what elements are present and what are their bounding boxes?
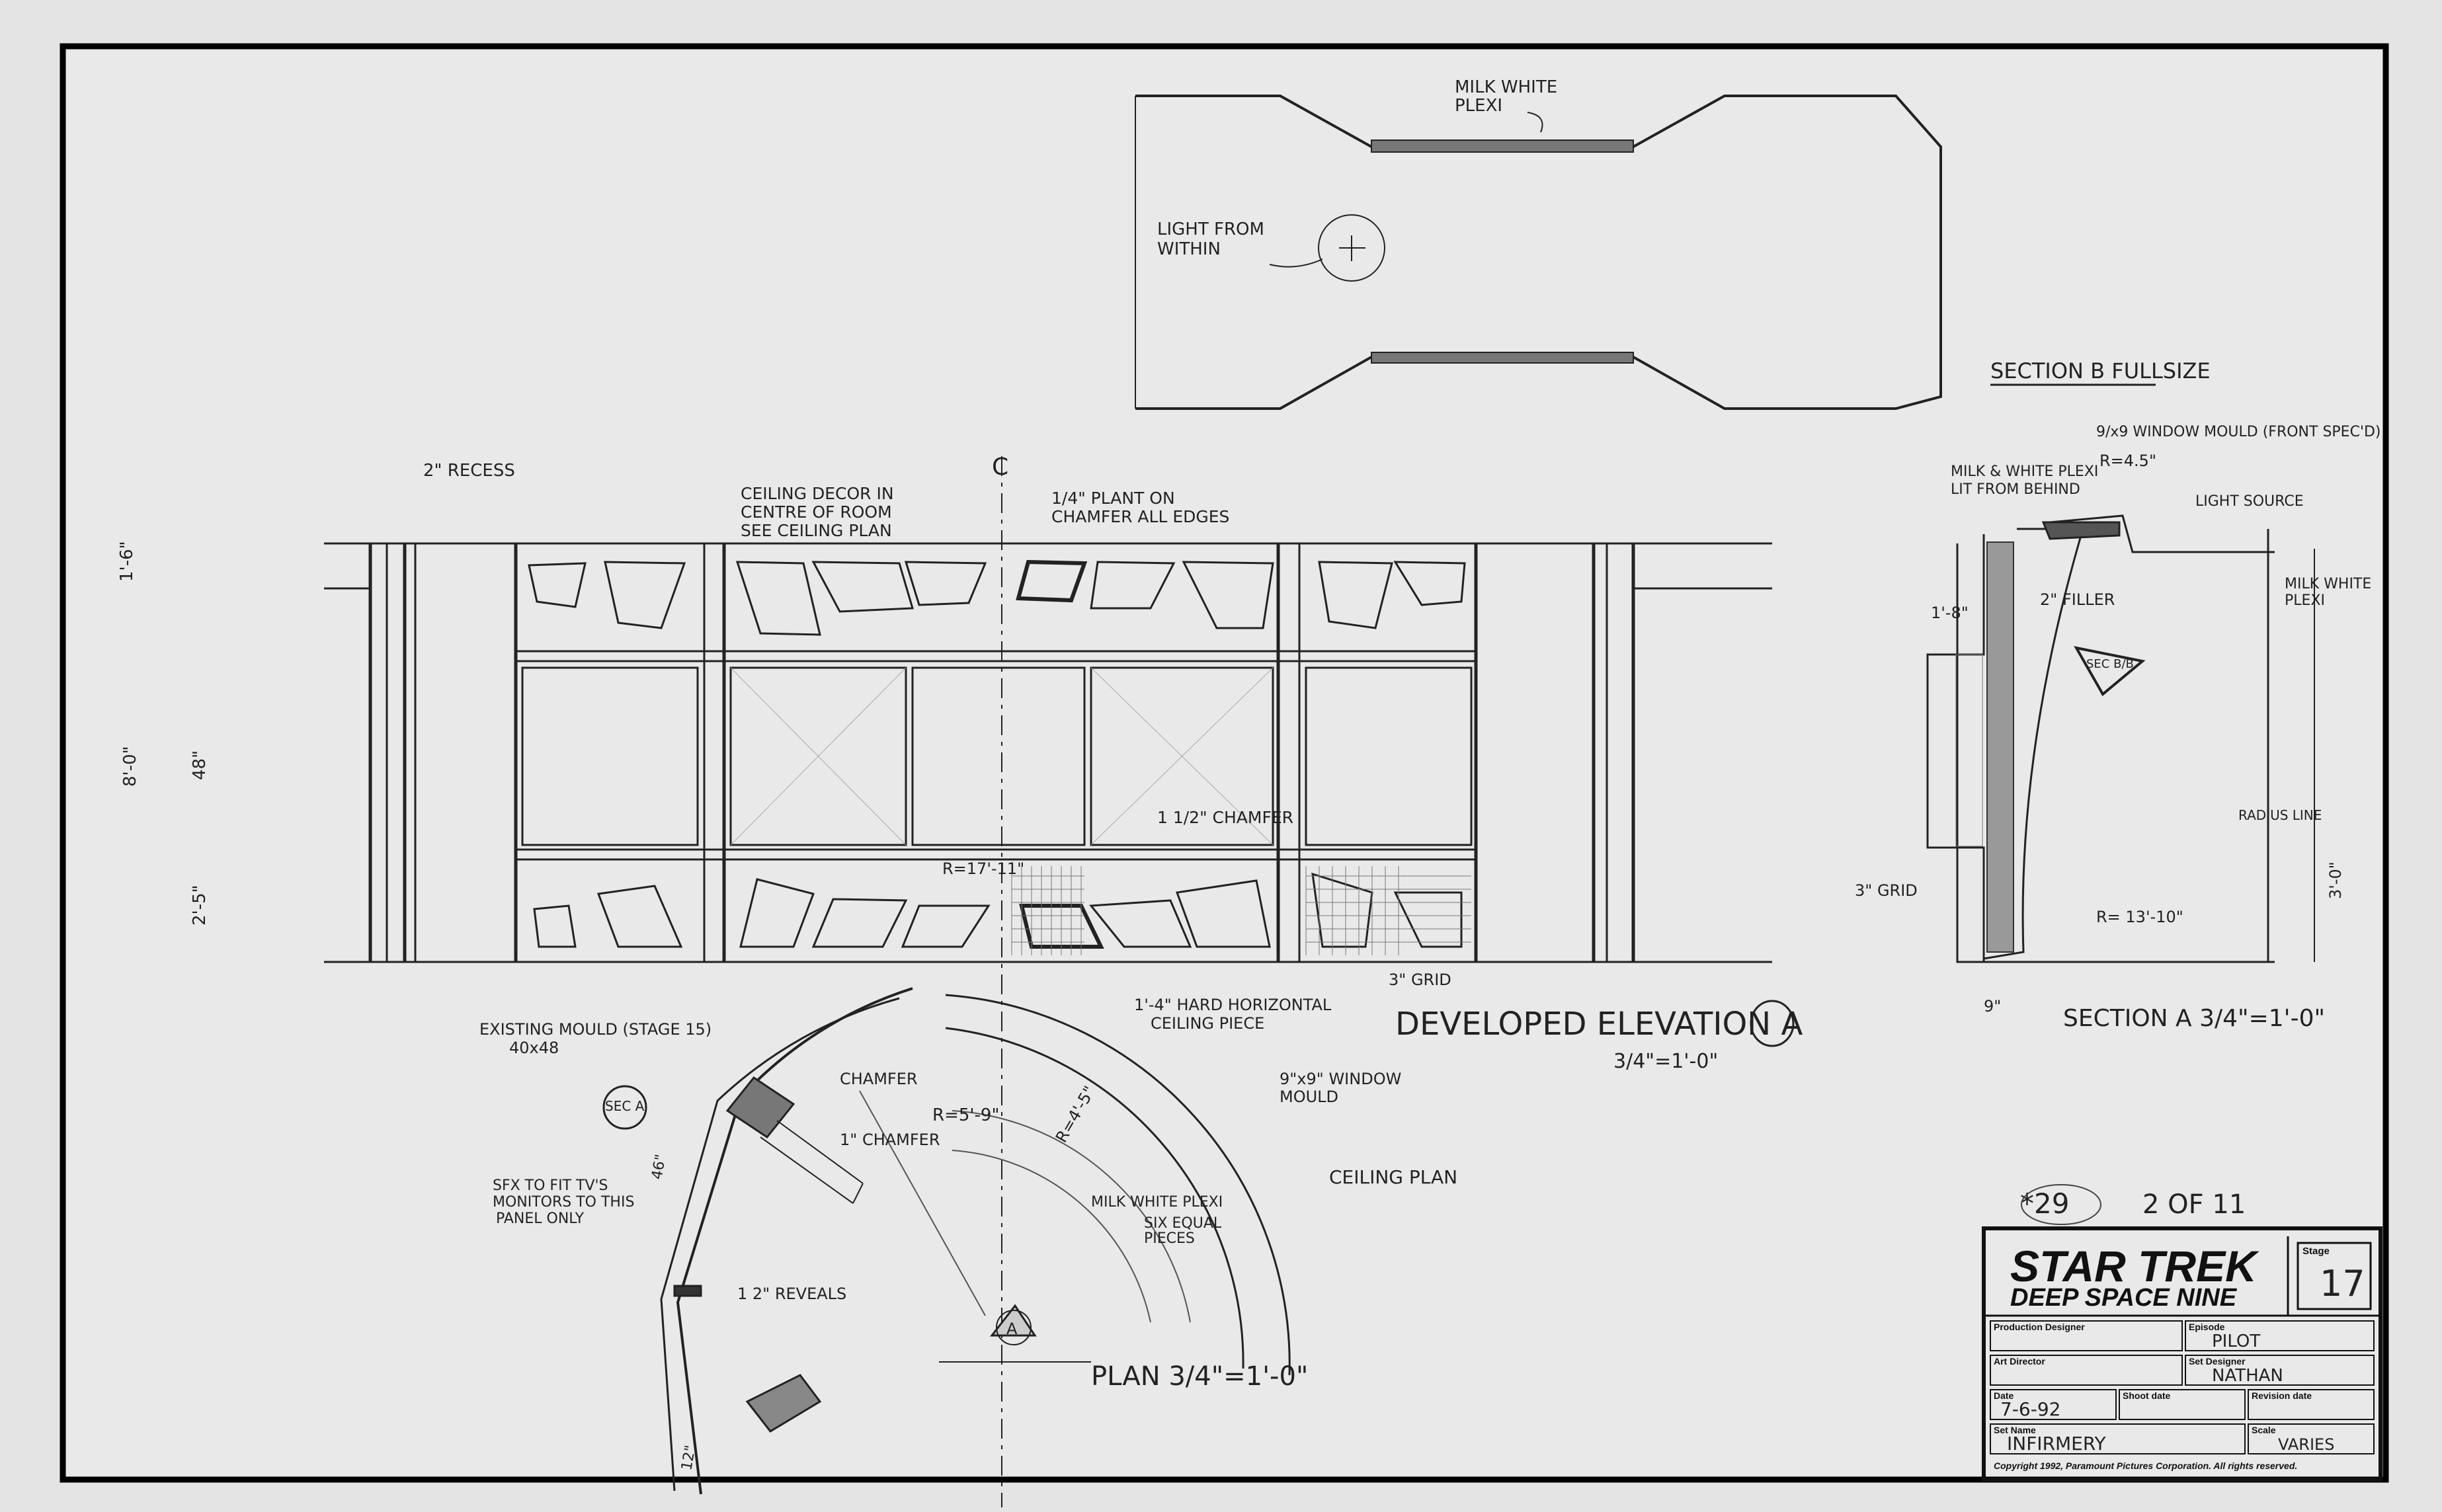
- elevation-grid-hatch: [1011, 866, 1471, 955]
- section-a-dim-3-0: 3'-0": [2326, 861, 2345, 899]
- elevation-dim-48: 48": [190, 750, 210, 780]
- elevation-radius-label: R=17'-11": [942, 859, 1024, 878]
- plan-sfx-label-3: PANEL ONLY: [496, 1211, 585, 1227]
- section-a-milk-white-plexi: MILK & WHITE PLEXI: [1951, 463, 2098, 480]
- elevation-dim-8-0: 8'-0": [120, 746, 140, 787]
- section-a-radius-line: RADIUS LINE: [2238, 807, 2322, 823]
- star-trek-logo: STAR TREK: [2010, 1242, 2259, 1291]
- plan-existing-mould-1: EXISTING MOULD (STAGE 15): [479, 1020, 712, 1039]
- plan-window-mould-2: MOULD: [1280, 1088, 1338, 1106]
- elevation-chamfer-label: 1 1/2" CHAMFER: [1157, 808, 1293, 827]
- title-block: [1982, 1226, 2382, 1482]
- section-a-grid-3: 3" GRID: [1855, 881, 1918, 900]
- copyright-notice: Copyright 1992, Paramount Pictures Corpo…: [1994, 1460, 2297, 1471]
- plan-milk-white-1: MILK WHITE PLEXI: [1091, 1194, 1223, 1211]
- plan-milk-white-3: PIECES: [1144, 1230, 1195, 1247]
- plan-sec-a-tag: SEC A: [605, 1098, 645, 1114]
- elevation-scale: 3/4"=1'-0": [1613, 1050, 1718, 1073]
- elevation-grid-label: 3" GRID: [1389, 971, 1451, 989]
- section-a-window-mould-label: 9/x9 WINDOW MOULD (FRONT SPEC'D): [2096, 424, 2381, 440]
- scale-label: Scale: [2252, 1425, 2276, 1435]
- elevation-centerline-mark: C: [992, 454, 1008, 481]
- sheet-count: 2 OF 11: [2142, 1189, 2246, 1220]
- date-label: Date: [1994, 1390, 2014, 1401]
- plan-chamfer-label: CHAMFER: [840, 1070, 918, 1088]
- section-b-drawing: [1135, 95, 1942, 410]
- plan-sfx-label-1: SFX TO FIT TV'S: [493, 1177, 608, 1194]
- deep-space-nine-logo: DEEP SPACE NINE: [2010, 1284, 2238, 1312]
- elevation-ceiling-decor-label-1: CEILING DECOR IN: [741, 484, 894, 503]
- plan-chamfer-1-label: 1" CHAMFER: [840, 1131, 940, 1149]
- plan-ceiling-piece-1: 1'-4" HARD HORIZONTAL: [1134, 996, 1332, 1014]
- section-b-plexi-label: PLEXI: [1455, 96, 1502, 116]
- elevation-plant-on-label-1: 1/4" PLANT ON: [1051, 489, 1175, 508]
- plan-ceiling-plan-label: CEILING PLAN: [1329, 1166, 1457, 1188]
- plan-sfx-label-2: MONITORS TO THIS: [493, 1194, 634, 1211]
- elevation-recess-label: 2" RECESS: [423, 461, 515, 481]
- stage-label: Stage: [2302, 1246, 2330, 1257]
- set-designer-value: NATHAN: [2212, 1366, 2283, 1386]
- episode-value: PILOT: [2212, 1332, 2260, 1351]
- art-director-label: Art Director: [1994, 1356, 2045, 1367]
- episode-label: Episode: [2189, 1322, 2225, 1332]
- set-name-value: INFIRMERY: [2007, 1433, 2107, 1454]
- plan-radius-5-9: R=5'-9": [932, 1105, 999, 1125]
- section-a-dim-1-8: 1'-8": [1931, 604, 1969, 622]
- plan-title: PLAN 3/4"=1'-0": [1091, 1361, 1308, 1392]
- plan-reveal-label: 1 2" REVEALS: [737, 1285, 846, 1303]
- set-designer-label: Set Designer: [2189, 1356, 2246, 1367]
- scale-value: VARIES: [2278, 1435, 2334, 1454]
- section-a-title: SECTION A 3/4"=1'-0": [2063, 1005, 2325, 1032]
- plan-existing-mould-2: 40x48: [509, 1039, 559, 1057]
- elevation-dim-1-6: 1'-6": [117, 541, 137, 582]
- elevation-plant-on-label-2: CHAMFER ALL EDGES: [1051, 507, 1229, 526]
- section-a-light-source: LIGHT SOURCE: [2195, 493, 2304, 510]
- plan-window-mould-1: 9"x9" WINDOW: [1280, 1070, 1401, 1088]
- section-a-dim-4-5: R=4.5": [2099, 452, 2156, 470]
- section-a-radius-13-10: R= 13'-10": [2096, 908, 2183, 926]
- section-b-light-from-label: LIGHT FROM: [1157, 219, 1264, 239]
- elevation-title: DEVELOPED ELEVATION A: [1395, 1006, 1803, 1043]
- section-a-sec-tag: SEC B/B: [2086, 657, 2134, 671]
- section-a-drawing: [1926, 514, 2315, 963]
- set-name-label: Set Name: [1994, 1425, 2036, 1435]
- shoot-date-label: Shoot date: [2123, 1390, 2171, 1401]
- plan-milk-white-2: SIX EQUAL: [1144, 1215, 1222, 1232]
- stage-value: 17: [2320, 1263, 2365, 1304]
- elevation-dim-2-5: 2'-5": [190, 885, 210, 926]
- plan-ceiling-piece-2: CEILING PIECE: [1151, 1014, 1264, 1033]
- section-b-title: SECTION B FULLSIZE: [1990, 358, 2211, 383]
- section-b-milk-white-label: MILK WHITE: [1455, 77, 1557, 97]
- section-a-milk-white-right-1: MILK WHITE: [2285, 576, 2371, 592]
- section-a-lit-from-behind: LIT FROM BEHIND: [1951, 481, 2080, 498]
- section-a-dim-9: 9": [1984, 997, 2001, 1015]
- section-b-within-label: WITHIN: [1157, 239, 1221, 259]
- production-designer-label: Production Designer: [1994, 1322, 2085, 1332]
- revision-date-label: Revision date: [2252, 1390, 2312, 1401]
- elevation-ceiling-decor-label-2: CENTRE OF ROOM: [741, 502, 892, 522]
- date-value: 7-6-92: [2000, 1398, 2060, 1420]
- elevation-ceiling-decor-label-3: SEE CEILING PLAN: [741, 521, 892, 540]
- plan-marker-a: A: [1006, 1320, 1018, 1338]
- plan-drawing: [602, 987, 1291, 1495]
- section-a-milk-white-right-2: PLEXI: [2285, 592, 2325, 609]
- section-a-filler-label: 2" FILLER: [2040, 590, 2115, 609]
- elevation-drawing: [324, 456, 1772, 1507]
